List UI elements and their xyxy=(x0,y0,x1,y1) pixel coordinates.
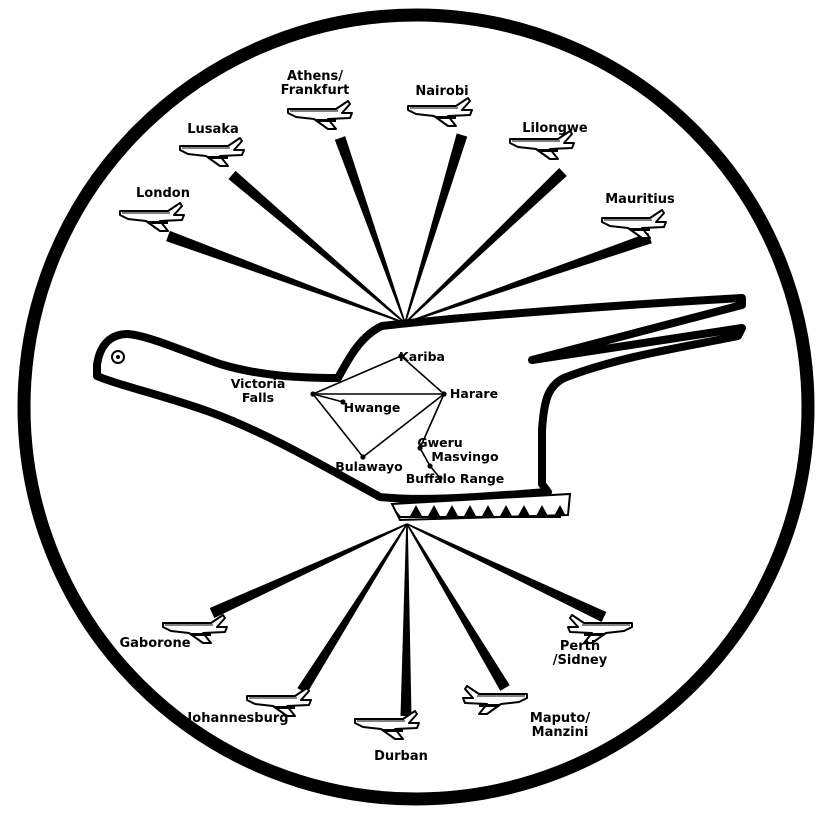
label-london: London xyxy=(136,186,190,201)
label-johannesburg: Johannesburg xyxy=(186,711,288,726)
label-nairobi: Nairobi xyxy=(415,84,468,99)
label-kariba: Kariba xyxy=(399,349,445,364)
plane-icon xyxy=(408,98,472,126)
label-durban: Durban xyxy=(374,749,428,764)
plane-icon xyxy=(355,711,419,739)
label-masvingo: Masvingo xyxy=(431,449,499,464)
route-london xyxy=(166,231,405,324)
label-mauritius: Mauritius xyxy=(605,192,675,207)
bird-emblem-icon xyxy=(97,298,742,520)
label-athens: Athens/Frankfurt xyxy=(281,69,350,98)
label-lusaka: Lusaka xyxy=(187,122,238,137)
plane-icon xyxy=(288,101,352,129)
airport-dot xyxy=(427,463,432,468)
label-bulawayo: Bulawayo xyxy=(335,459,403,474)
plane-icon xyxy=(463,686,527,714)
airport-dot xyxy=(310,391,315,396)
label-lilongwe: Lilongwe xyxy=(522,121,588,136)
label-harare: Harare xyxy=(450,386,498,401)
label-maputo: Maputo/Manzini xyxy=(530,711,590,740)
plane-icon xyxy=(180,138,244,166)
airport-dot xyxy=(441,391,446,396)
plane-icon xyxy=(602,210,666,238)
label-buffalo: Buffalo Range xyxy=(406,471,505,486)
label-perth: Perth/Sidney xyxy=(553,639,608,668)
label-gweru: Gweru xyxy=(417,435,462,450)
plane-icon xyxy=(120,203,184,231)
route-durban xyxy=(401,524,412,716)
label-gaborone: Gaborone xyxy=(119,636,190,651)
label-hwange: Hwange xyxy=(344,400,401,415)
